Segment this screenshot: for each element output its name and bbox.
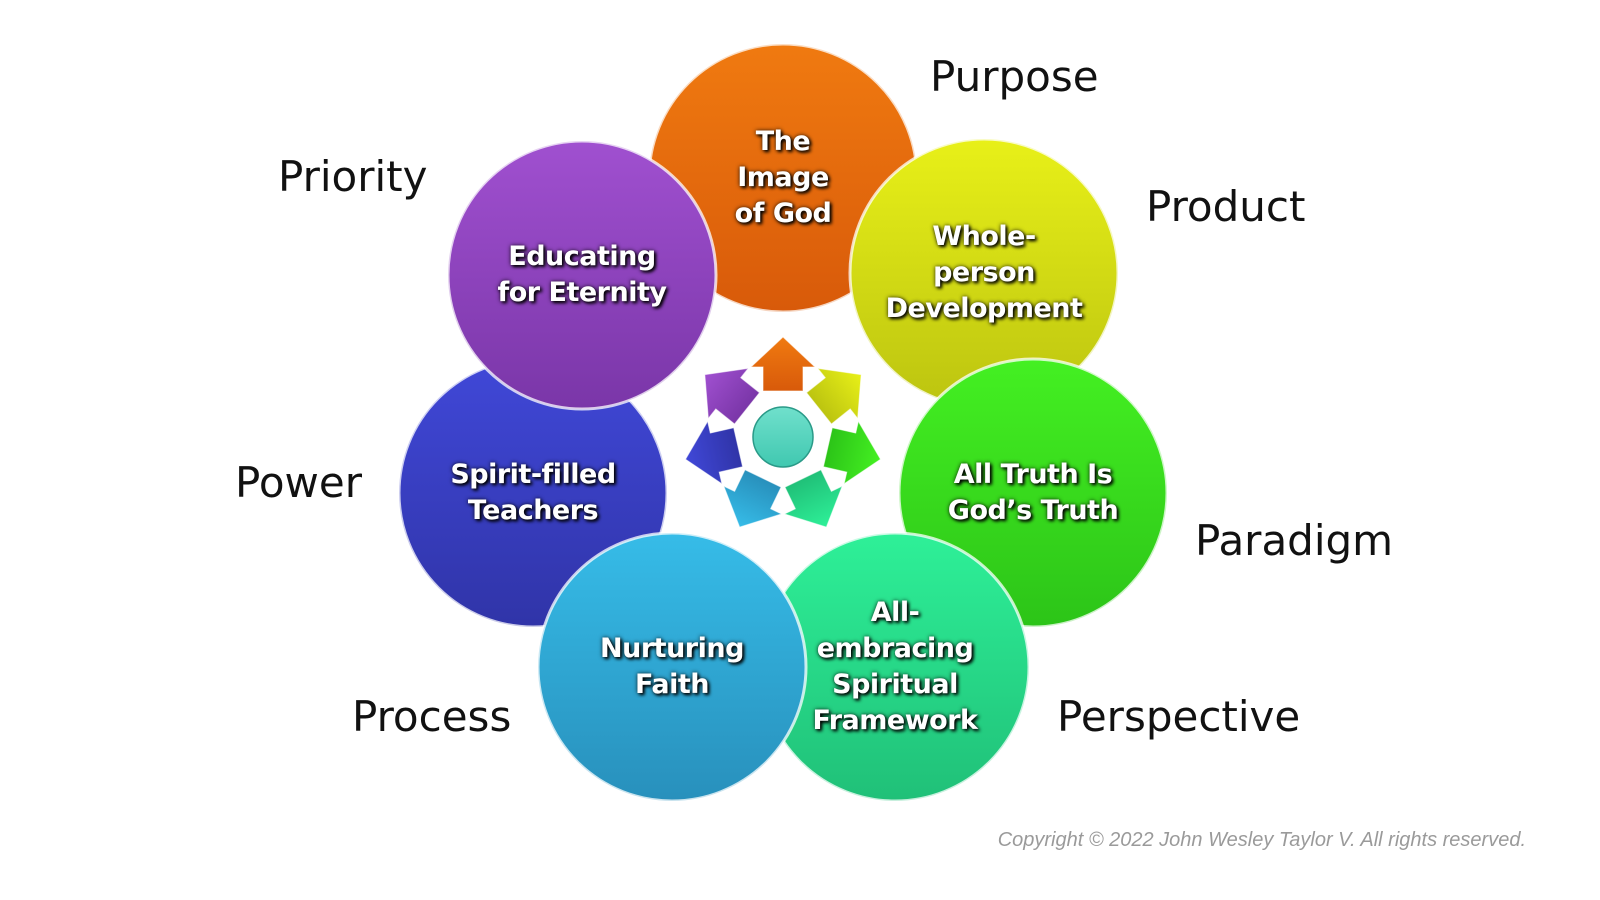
circle-text-line: for Eternity — [497, 277, 667, 308]
circle-text-line: All- — [870, 597, 920, 628]
circle-text-line: Teachers — [467, 495, 599, 526]
circle-text-line: Spiritual — [832, 669, 958, 700]
arrow-orange-icon — [749, 336, 817, 392]
circle-text-purple: Educating for Eternity — [462, 239, 702, 311]
circle-text-line: embracing — [816, 633, 974, 664]
circle-purple — [446, 139, 718, 411]
arrow-yellow-icon — [805, 367, 862, 425]
cycle-arrows — [684, 336, 882, 528]
circle-text-line: Development — [885, 293, 1083, 324]
circle-text-line: The — [755, 126, 811, 157]
circle-text-line: person — [933, 257, 1035, 288]
label-power: Power — [235, 458, 362, 507]
arrow-purple-icon — [704, 367, 761, 425]
circle-text-line: of God — [734, 198, 832, 229]
arrow-teal-icon — [783, 469, 844, 528]
circle-text-line: Framework — [812, 705, 978, 736]
circle-text-line: Image — [737, 162, 829, 193]
label-purpose: Purpose — [930, 52, 1099, 101]
arrow-green-icon — [822, 420, 882, 485]
circle-text-line: All Truth Is — [953, 459, 1113, 490]
circle-cyan — [536, 531, 808, 803]
circle-text-line: Educating — [508, 241, 656, 272]
circle-text-line: God’s Truth — [947, 495, 1119, 526]
label-priority: Priority — [278, 152, 428, 201]
copyright-notice: Copyright © 2022 John Wesley Taylor V. A… — [997, 829, 1526, 851]
circle-text-line: Spirit-filled — [450, 459, 616, 490]
arrow-cyan-icon — [722, 469, 783, 528]
circle-text-line: Whole- — [932, 221, 1036, 252]
circle-text-green: All Truth Is God’s Truth — [913, 457, 1153, 529]
label-process: Process — [352, 692, 512, 741]
label-perspective: Perspective — [1057, 692, 1301, 741]
circle-text-line: Faith — [635, 669, 709, 700]
circle-text-line: Nurturing — [600, 633, 744, 664]
label-paradigm: Paradigm — [1195, 516, 1394, 565]
arrow-blue-icon — [684, 420, 744, 485]
center-ball — [752, 406, 814, 468]
label-product: Product — [1146, 182, 1306, 231]
